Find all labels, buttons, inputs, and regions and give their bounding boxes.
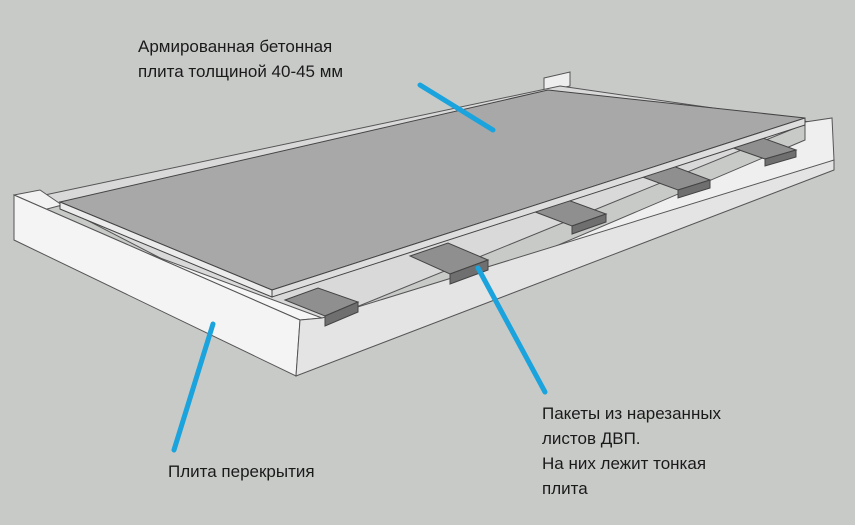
trough-right-face: [295, 159, 835, 377]
label-floor-slab-line-1: Плита перекрытия: [168, 462, 315, 481]
pack-5-side: [764, 149, 797, 167]
pack-3-side: [571, 213, 607, 235]
label-top-slab: Армированная бетонная плита толщиной 40-…: [138, 34, 343, 84]
callout-floor-slab: [171, 321, 216, 453]
label-packs-line-3: На них лежит тонкая: [542, 454, 707, 473]
pack-1-side: [324, 301, 359, 327]
label-packs-line-4: плита: [542, 479, 588, 498]
label-packs-line-2: листов ДВП.: [542, 429, 641, 448]
label-packs-line-1: Пакеты из нарезанных: [542, 404, 722, 423]
top-slab-right-edge: [271, 117, 806, 298]
label-top-slab-line-2: плита толщиной 40-45 мм: [138, 62, 344, 81]
label-top-slab-line-1: Армированная бетонная: [138, 37, 333, 56]
callout-top-slab: [417, 82, 496, 133]
pack-4-side: [677, 179, 711, 199]
callout-packs: [475, 265, 548, 395]
label-floor-slab: Плита перекрытия: [168, 459, 315, 484]
label-packs: Пакеты из нарезанных листов ДВП. На них …: [542, 401, 721, 501]
